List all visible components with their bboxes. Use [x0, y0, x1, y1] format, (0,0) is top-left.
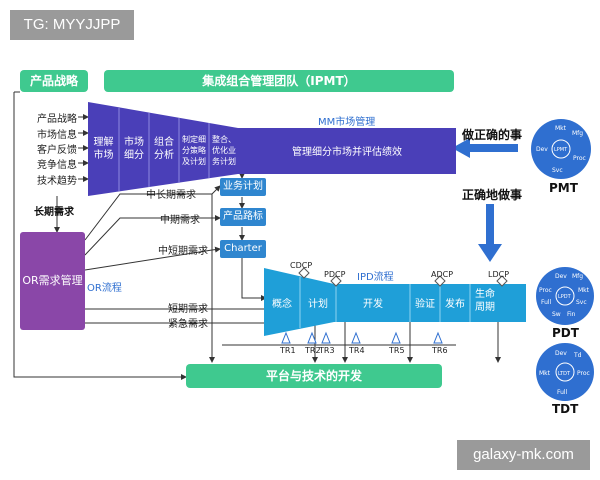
do-things-right: 正确地做事 [462, 188, 523, 202]
tr-5: TR5 [389, 346, 405, 355]
mm-step-portfolio: 组合分析 [154, 137, 174, 161]
mm-step-understand: 理解市场 [93, 137, 114, 161]
svg-text:Mfg: Mfg [572, 130, 583, 137]
svg-text:Dev: Dev [555, 273, 567, 280]
phase-verify: 验证 [415, 299, 435, 310]
input-tech-trend: 技术趋势 [37, 176, 77, 187]
svg-text:Full: Full [557, 389, 568, 396]
demand-mid-long: 中长期需求 [146, 190, 196, 201]
mm-step-integrate: 整合、优化业务计划 [212, 135, 236, 166]
mm-funnel [88, 102, 456, 196]
svg-text:Mkt: Mkt [539, 370, 551, 377]
do-right-things: 做正确的事 [462, 128, 523, 142]
pmt-circle: Mkt Mfg Dev LPMT Proc Svc [531, 119, 591, 179]
phase-develop: 开发 [363, 299, 383, 310]
input-customer-feedback: 客户反馈 [37, 145, 77, 156]
ipd-funnel [264, 267, 526, 336]
mm-step-strategy: 制定细分策略及计划 [182, 135, 206, 166]
mm-title: MM市场管理 [318, 117, 376, 128]
business-plan-box: 业务计划 [220, 178, 266, 196]
ipmt-box: 集成组合管理团队（IPMT） [104, 70, 454, 92]
mm-bar-label: 管理细分市场并评估绩效 [292, 147, 402, 158]
long-term-demand: 长期需求 [34, 207, 74, 218]
svg-text:Sw: Sw [552, 311, 561, 318]
input-product-strategy: 产品战略 [37, 114, 77, 125]
svg-text:Proc: Proc [539, 287, 552, 294]
platform-tech-dev-box: 平台与技术的开发 [186, 364, 442, 388]
svg-text:Mkt: Mkt [578, 287, 590, 294]
gate-cdcp: CDCP [290, 261, 313, 270]
tr-2: TR2 [305, 346, 321, 355]
gate-ldcp: LDCP [488, 270, 510, 279]
svg-text:Dev: Dev [555, 350, 567, 357]
phase-plan: 计划 [308, 299, 328, 310]
svg-text:Proc: Proc [573, 155, 586, 162]
demand-short: 短期需求 [168, 304, 208, 315]
demand-mid: 中期需求 [160, 215, 200, 226]
tdt-circle: Dev Td Mkt LTDT Proc Full [536, 343, 594, 401]
svg-text:Svc: Svc [576, 299, 587, 306]
gate-adcp: ADCP [431, 270, 454, 279]
svg-text:Mfg: Mfg [572, 273, 583, 280]
svg-text:Mkt: Mkt [555, 125, 567, 132]
tr-3: TR3 [319, 346, 335, 355]
tr-4: TR4 [349, 346, 365, 355]
pdt-label: PDT [552, 326, 579, 340]
demand-mid-short: 中短期需求 [158, 246, 208, 257]
tr-6: TR6 [432, 346, 448, 355]
svg-text:Dev: Dev [536, 146, 548, 153]
svg-text:Svc: Svc [552, 167, 563, 174]
svg-text:LPMT: LPMT [554, 147, 568, 153]
svg-text:Fin: Fin [567, 311, 576, 318]
demand-urgent: 紧急需求 [168, 319, 208, 330]
product-strategy-box: 产品战略 [20, 70, 88, 92]
phase-release: 发布 [445, 299, 465, 310]
tdt-label: TDT [552, 402, 579, 416]
or-flow-label: OR流程 [87, 283, 122, 294]
pdt-circle: Dev Mfg Proc LPDT Mkt Full Svc Sw Fin [536, 267, 594, 325]
tr-1: TR1 [280, 346, 296, 355]
gate-pdcp: PDCP [324, 270, 346, 279]
svg-text:Full: Full [541, 299, 552, 306]
input-market-info: 市场信息 [37, 130, 77, 141]
watermark: galaxy-mk.com [457, 440, 590, 470]
svg-text:LPDT: LPDT [558, 294, 572, 300]
or-demand-box: OR需求管理 [20, 232, 85, 330]
phase-lifecycle: 生命周期 [475, 289, 495, 313]
phase-concept: 概念 [272, 299, 292, 310]
svg-text:Proc: Proc [577, 370, 590, 377]
product-roadmap-box: 产品路标 [220, 208, 266, 226]
ipd-title: IPD流程 [357, 272, 394, 283]
tr-markers [281, 331, 443, 344]
pmt-label: PMT [549, 181, 578, 195]
charter-box: Charter [220, 240, 266, 258]
tag-label: TG: MYYJJPP [10, 10, 134, 40]
mm-step-segment: 市场细分 [124, 137, 144, 161]
input-arrows [78, 114, 89, 182]
svg-text:Td: Td [573, 352, 582, 359]
svg-text:LTDT: LTDT [558, 371, 571, 377]
input-competition-info: 竞争信息 [37, 160, 77, 171]
